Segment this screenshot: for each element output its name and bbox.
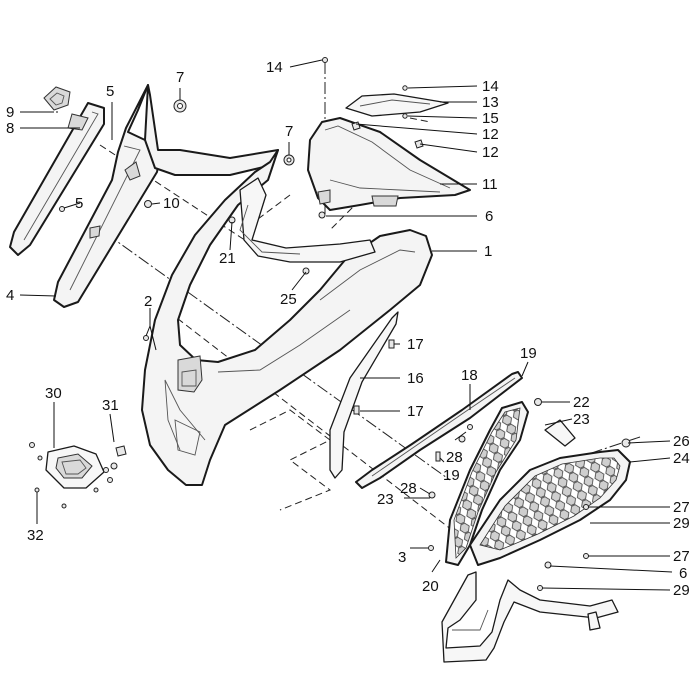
callout-15: 15 — [482, 110, 499, 127]
callout-28a: 28 — [446, 449, 463, 466]
callout-2: 2 — [144, 293, 152, 310]
callout-14a: 14 — [266, 59, 283, 76]
callout-4: 4 — [6, 287, 14, 304]
callout-23b: 23 — [377, 491, 394, 508]
hardware-fasteners — [29, 57, 631, 591]
callout-5a: 5 — [106, 83, 114, 100]
callout-6a: 6 — [485, 208, 493, 225]
right-grille-part — [469, 419, 631, 566]
callout-23a: 23 — [573, 411, 590, 428]
callout-25: 25 — [280, 291, 297, 308]
logo-badge-part — [43, 86, 71, 111]
callout-20: 20 — [422, 578, 439, 595]
callout-7a: 7 — [176, 69, 184, 86]
callout-18: 18 — [461, 367, 478, 384]
headlight-housing-part — [307, 117, 471, 211]
frame-bracket-part — [441, 571, 619, 663]
callout-5b: 5 — [75, 195, 83, 212]
callout-13: 13 — [482, 94, 499, 111]
callout-29a: 29 — [673, 515, 690, 532]
callout-28b: 28 — [400, 480, 417, 497]
callout-21: 21 — [219, 250, 236, 267]
callout-10: 10 — [163, 195, 180, 212]
callout-3: 3 — [398, 549, 406, 566]
callout-11: 11 — [482, 176, 498, 193]
callout-19b: 19 — [443, 467, 460, 484]
callout-31: 31 — [102, 397, 119, 414]
callout-12a: 12 — [482, 126, 499, 143]
callout-14b: 14 — [482, 78, 499, 95]
callout-8: 8 — [6, 120, 14, 137]
license-light-part — [45, 445, 105, 489]
callout-29b: 29 — [673, 582, 690, 599]
front-trim-cover-part — [53, 84, 279, 308]
callout-19a: 19 — [520, 345, 537, 362]
callout-24: 24 — [673, 450, 690, 467]
side-trim-rail-part — [329, 311, 399, 479]
callout-27a: 27 — [673, 499, 690, 516]
callout-7b: 7 — [285, 123, 293, 140]
front-shield-part — [141, 149, 433, 486]
callout-17a: 17 — [407, 336, 424, 353]
callout-26: 26 — [673, 433, 690, 450]
callout-27b: 27 — [673, 548, 690, 565]
callout-22: 22 — [573, 394, 590, 411]
callout-16: 16 — [407, 370, 424, 387]
callout-12b: 12 — [482, 144, 499, 161]
leader-lines — [19, 59, 673, 591]
callout-30: 30 — [45, 385, 62, 402]
callout-1: 1 — [484, 243, 492, 260]
visor-part — [345, 93, 449, 117]
bracket-part — [239, 177, 376, 263]
callout-6b: 6 — [679, 565, 687, 582]
callout-labels: 1 2 3 4 5 5 6 6 7 7 8 9 10 11 12 12 13 1… — [6, 59, 690, 599]
left-grille-part — [445, 401, 529, 566]
callout-9: 9 — [6, 104, 14, 121]
callout-17b: 17 — [407, 403, 424, 420]
callout-32: 32 — [27, 527, 44, 544]
left-trim-strip-part — [9, 102, 105, 256]
